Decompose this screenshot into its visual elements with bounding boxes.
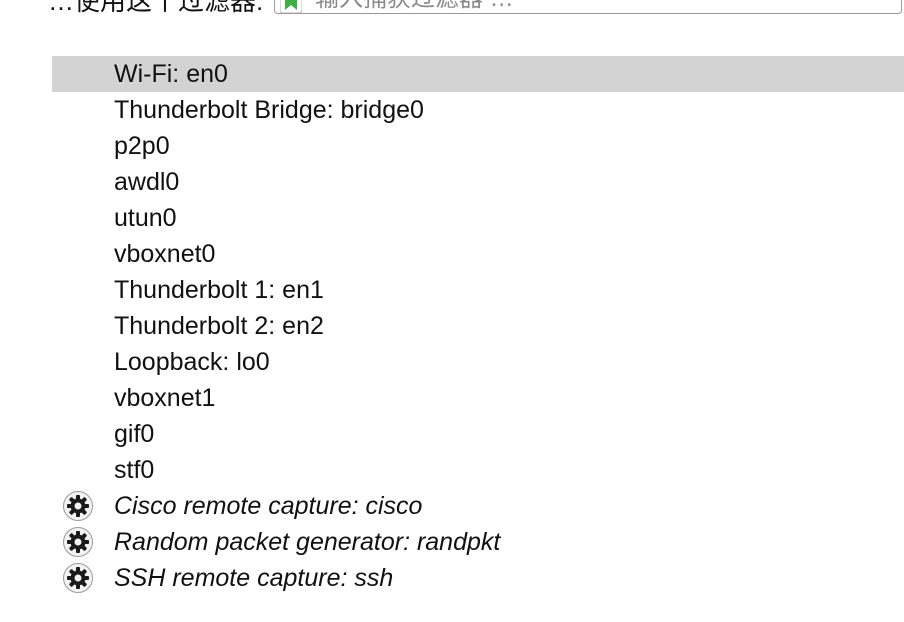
- interface-row[interactable]: Loopback: lo0: [52, 344, 904, 380]
- interface-label: Wi-Fi: en0: [114, 60, 228, 88]
- interface-label: Loopback: lo0: [114, 348, 270, 376]
- interface-row[interactable]: Wi-Fi: en0: [52, 56, 904, 92]
- gear-icon[interactable]: [62, 526, 94, 558]
- interface-row[interactable]: vboxnet0: [52, 236, 904, 272]
- interface-row[interactable]: gif0: [52, 416, 904, 452]
- capture-filter-label: …使用这个过滤器:: [48, 0, 264, 16]
- interface-label: gif0: [114, 420, 155, 448]
- interface-label: Cisco remote capture: cisco: [114, 492, 423, 520]
- interface-label: p2p0: [114, 132, 170, 160]
- capture-filter-placeholder: 输入捕获过滤器 …: [315, 0, 514, 13]
- capture-filter-input[interactable]: 输入捕获过滤器 …: [274, 0, 902, 14]
- interface-row[interactable]: Cisco remote capture: cisco: [52, 488, 904, 524]
- interface-row[interactable]: utun0: [52, 200, 904, 236]
- interface-row[interactable]: stf0: [52, 452, 904, 488]
- interface-label: stf0: [114, 456, 155, 484]
- interface-label: vboxnet0: [114, 240, 216, 268]
- bookmark-icon[interactable]: [280, 0, 302, 13]
- interface-label: Thunderbolt Bridge: bridge0: [114, 96, 424, 124]
- interface-label: awdl0: [114, 168, 180, 196]
- interface-row[interactable]: Thunderbolt 2: en2: [52, 308, 904, 344]
- interface-row[interactable]: vboxnet1: [52, 380, 904, 416]
- interface-row[interactable]: p2p0: [52, 128, 904, 164]
- interface-row[interactable]: Thunderbolt Bridge: bridge0: [52, 92, 904, 128]
- interface-label: Thunderbolt 1: en1: [114, 276, 324, 304]
- interface-label: vboxnet1: [114, 384, 216, 412]
- gear-icon[interactable]: [62, 562, 94, 594]
- interface-label: Thunderbolt 2: en2: [114, 312, 324, 340]
- interface-label: utun0: [114, 204, 177, 232]
- interface-row[interactable]: awdl0: [52, 164, 904, 200]
- gear-icon[interactable]: [62, 490, 94, 522]
- interface-label: SSH remote capture: ssh: [114, 564, 394, 592]
- interface-row[interactable]: Thunderbolt 1: en1: [52, 272, 904, 308]
- interface-label: Random packet generator: randpkt: [114, 528, 501, 556]
- interface-row[interactable]: Random packet generator: randpkt: [52, 524, 904, 560]
- interface-row[interactable]: SSH remote capture: ssh: [52, 560, 904, 596]
